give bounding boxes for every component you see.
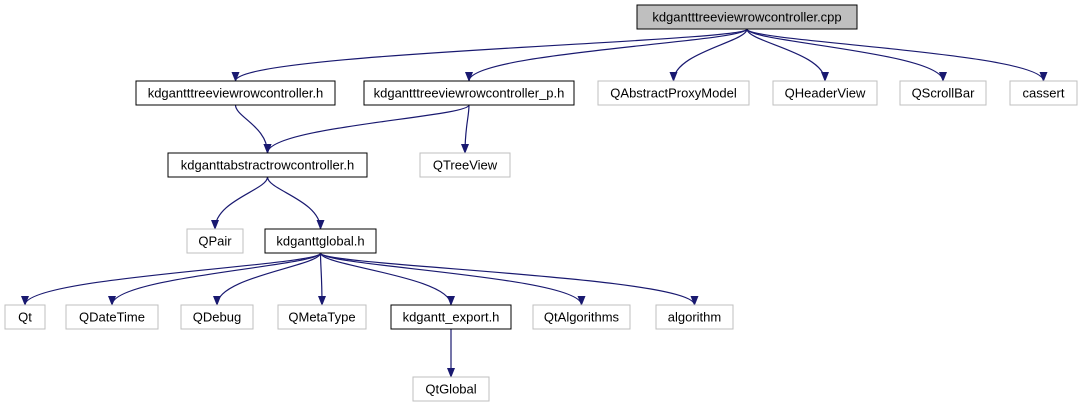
- node-label: kdganttglobal.h: [276, 234, 364, 249]
- node-box: [65, 304, 159, 330]
- edge-root-to-qabstractproxymodel: [669, 28, 748, 82]
- node-qabstractproxymodel: QAbstractProxyModel: [597, 80, 750, 106]
- node-box: [277, 304, 367, 330]
- node-algorithm: algorithm: [655, 304, 734, 330]
- node-qheaderview: QHeaderView: [772, 80, 878, 106]
- edge-root-to-rowcontroller_h: [231, 28, 748, 82]
- edge-root-to-rowcontroller_p_h: [465, 28, 748, 82]
- edge-root-to-cassert: [746, 28, 1048, 82]
- node-qtalgorithms: QtAlgorithms: [532, 304, 631, 330]
- edge-global_h-to-export_h: [319, 252, 455, 306]
- node-rowcontroller-p-h[interactable]: kdgantttreeviewrowcontroller_p.h: [363, 80, 575, 106]
- node-qt: Qt: [4, 304, 46, 330]
- node-label: QTreeView: [433, 158, 498, 173]
- node-box: [264, 228, 377, 254]
- node-box: [390, 304, 512, 330]
- node-abstractrowcontroller-h[interactable]: kdganttabstractrowcontroller.h: [167, 152, 368, 178]
- node-box: [180, 304, 254, 330]
- node-label: algorithm: [668, 310, 721, 325]
- node-box: [772, 80, 878, 106]
- edge-rowcontroller_p_h-to-abstractrowcontroller_h: [263, 104, 470, 154]
- node-label: QMetaType: [288, 310, 355, 325]
- node-qscrollbar: QScrollBar: [899, 80, 987, 106]
- node-box: [135, 80, 336, 106]
- node-qtglobal: QtGlobal: [412, 376, 490, 402]
- node-box: [597, 80, 750, 106]
- node-label: QAbstractProxyModel: [610, 86, 737, 101]
- nodes-layer: kdgantttreeviewrowcontroller.cpp kdganttt…: [4, 4, 1078, 402]
- node-box: [636, 4, 858, 30]
- node-root[interactable]: kdgantttreeviewrowcontroller.cpp: [636, 4, 858, 30]
- node-qtreeview: QTreeView: [419, 152, 511, 178]
- node-qmetatype: QMetaType: [277, 304, 367, 330]
- node-label: QHeaderView: [785, 86, 866, 101]
- node-label: kdgantttreeviewrowcontroller.cpp: [652, 10, 841, 25]
- node-label: Qt: [18, 310, 32, 325]
- node-box: [186, 228, 244, 254]
- edge-abstractrowcontroller_h-to-qpair: [211, 176, 269, 230]
- node-export-h[interactable]: kdgantt_export.h: [390, 304, 512, 330]
- node-global-h[interactable]: kdganttglobal.h: [264, 228, 377, 254]
- edge-rowcontroller_p_h-to-qtreeview: [461, 104, 470, 154]
- edge-global_h-to-qtalgorithms: [319, 252, 586, 306]
- node-box: [655, 304, 734, 330]
- node-qdatetime: QDateTime: [65, 304, 159, 330]
- edge-rowcontroller_h-to-abstractrowcontroller_h: [234, 104, 272, 154]
- node-label: QPair: [198, 234, 232, 249]
- node-label: kdgantt_export.h: [403, 310, 500, 325]
- node-box: [363, 80, 575, 106]
- node-cassert: cassert: [1009, 80, 1078, 106]
- node-box: [167, 152, 368, 178]
- edge-global_h-to-qmetatype: [317, 252, 326, 306]
- node-box: [4, 304, 46, 330]
- edge-global_h-to-algorithm: [319, 252, 699, 306]
- node-label: kdgantttreeviewrowcontroller.h: [148, 86, 324, 101]
- node-qpair: QPair: [186, 228, 244, 254]
- node-box: [899, 80, 987, 106]
- node-box: [419, 152, 511, 178]
- node-label: QDebug: [193, 310, 241, 325]
- node-box: [412, 376, 490, 402]
- edge-global_h-to-qdebug: [213, 252, 322, 306]
- node-label: kdgantttreeviewrowcontroller_p.h: [374, 86, 565, 101]
- edge-root-to-qheaderview: [746, 28, 829, 82]
- edge-global_h-to-qdatetime: [108, 252, 322, 306]
- node-label: QtAlgorithms: [544, 310, 620, 325]
- node-box: [1009, 80, 1078, 106]
- node-label: QDateTime: [79, 310, 145, 325]
- edges-layer: [21, 28, 1048, 378]
- node-qdebug: QDebug: [180, 304, 254, 330]
- edge-root-to-qscrollbar: [746, 28, 947, 82]
- node-rowcontroller-h[interactable]: kdgantttreeviewrowcontroller.h: [135, 80, 336, 106]
- edge-abstractrowcontroller_h-to-global_h: [266, 176, 325, 230]
- edge-global_h-to-qt: [21, 252, 322, 306]
- node-label: QtGlobal: [425, 382, 476, 397]
- node-label: kdganttabstractrowcontroller.h: [181, 158, 354, 173]
- node-box: [532, 304, 631, 330]
- node-label: QScrollBar: [912, 86, 976, 101]
- node-label: cassert: [1023, 86, 1065, 101]
